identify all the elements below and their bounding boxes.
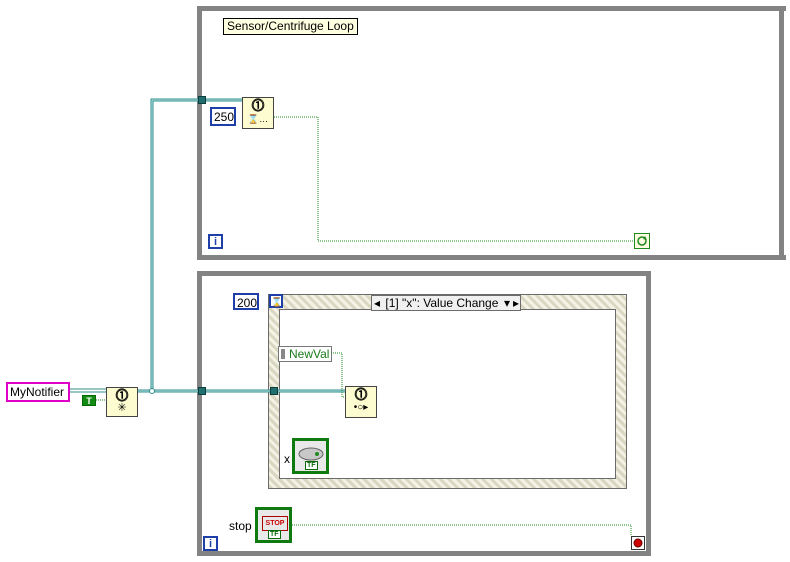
obtain-notifier-node[interactable]: ⓵ ✳ xyxy=(106,387,138,417)
send-notification-node[interactable]: ⓵ •○▸ xyxy=(345,386,377,418)
stop-terminal-icon[interactable] xyxy=(631,536,645,550)
selector-right-arrow[interactable]: ▸ xyxy=(512,296,519,310)
bottom-iteration-terminal[interactable]: i xyxy=(203,536,218,551)
event-case-label: [1] "x": Value Change xyxy=(385,296,499,310)
event-data-node[interactable]: NewVal xyxy=(278,346,333,362)
top-loop-right-edge xyxy=(779,6,784,260)
event-while-loop[interactable] xyxy=(197,271,651,556)
warning-icon: ⓵ xyxy=(115,388,129,403)
toggle-icon xyxy=(298,447,324,461)
sparkle-icon: ✳ xyxy=(117,402,127,414)
notifier-name-constant[interactable]: MyNotifier xyxy=(6,382,70,402)
chevron-down-icon[interactable]: ▾ xyxy=(503,296,510,310)
continue-terminal-icon[interactable] xyxy=(634,233,650,249)
wire-junction xyxy=(149,388,155,394)
wait-timeout-constant[interactable]: 250 xyxy=(210,107,236,126)
x-boolean-terminal[interactable]: TF xyxy=(292,438,329,474)
event-structure-case-area xyxy=(279,309,616,479)
stop-boolean-terminal[interactable]: STOP TF xyxy=(255,507,292,543)
x-tf-label: TF xyxy=(305,461,318,470)
sensor-centrifuge-while-loop[interactable] xyxy=(197,6,786,260)
stop-tf-label: TF xyxy=(268,530,281,539)
timeout-hourglass-icon[interactable]: ⌛ xyxy=(269,294,283,308)
hourglass-icon: ⌛… xyxy=(247,114,269,124)
event-timeout-constant[interactable]: 200 xyxy=(233,293,259,310)
control-x-label: x xyxy=(284,452,290,466)
send-arrow-icon: •○▸ xyxy=(353,402,369,413)
true-constant[interactable]: T xyxy=(82,395,96,406)
stop-label: stop xyxy=(229,519,252,533)
warning-icon: ⓵ xyxy=(251,98,265,113)
warning-icon: ⓵ xyxy=(354,387,368,402)
wait-on-notification-node[interactable]: ⓵ ⌛… xyxy=(242,97,274,129)
top-iteration-terminal[interactable]: i xyxy=(208,234,223,249)
selector-left-arrow[interactable]: ◂ xyxy=(374,296,381,310)
event-case-selector[interactable]: ◂ [1] "x": Value Change ▾ ▸ xyxy=(371,295,521,311)
loop-label: Sensor/Centrifuge Loop xyxy=(223,18,358,35)
stop-button: STOP xyxy=(262,516,288,531)
top-loop-tunnel xyxy=(198,96,206,104)
event-structure-tunnel xyxy=(270,387,278,395)
bottom-loop-tunnel xyxy=(198,387,206,395)
